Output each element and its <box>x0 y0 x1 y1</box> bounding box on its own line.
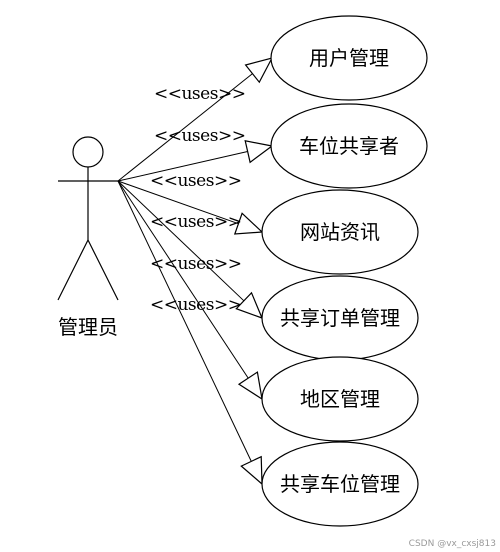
use-case-label-1: 用户管理 <box>309 46 389 70</box>
actor-left-leg <box>57 239 89 301</box>
relation-line-6 <box>117 180 252 462</box>
arrowhead-4 <box>235 291 264 320</box>
relation-line-2 <box>117 151 248 182</box>
use-case-ellipse-5 <box>261 356 419 442</box>
use-cases <box>261 15 428 527</box>
uses-label-2: <<uses>> <box>154 126 245 146</box>
relation-line-3 <box>117 180 239 225</box>
actor-right-leg <box>87 239 119 301</box>
uses-labels: <<uses>> <<uses>> <<uses>> <<uses>> <<us… <box>150 84 246 315</box>
use-case-label-3: 网站资讯 <box>300 220 380 244</box>
use-case-ellipse-1 <box>270 15 428 101</box>
uses-label-1: <<uses>> <box>154 84 245 104</box>
arrowhead-2 <box>244 140 274 164</box>
use-case-label-4: 共享订单管理 <box>280 306 400 330</box>
relation-line-1 <box>117 73 253 182</box>
use-case-ellipse-3 <box>261 189 419 275</box>
watermark: CSDN @vx_cxsj813 <box>409 539 496 549</box>
use-case-ellipse-6 <box>261 441 419 527</box>
arrowhead-6 <box>240 455 263 486</box>
uses-label-4: <<uses>> <box>150 212 241 232</box>
arrowhead-1 <box>244 57 274 84</box>
relation-line-4 <box>117 180 245 302</box>
arrowhead-3 <box>233 212 264 235</box>
relation-line-5 <box>117 180 249 379</box>
uses-label-6: <<uses>> <box>150 295 241 315</box>
relations <box>117 57 274 486</box>
uses-label-3: <<uses>> <box>150 171 241 191</box>
actor-label: 管理员 <box>58 315 118 339</box>
arrowhead-5 <box>237 371 263 401</box>
actor-head <box>72 136 104 168</box>
uses-label-5: <<uses>> <box>150 254 241 274</box>
use-case-label-2: 车位共享者 <box>299 134 399 158</box>
actor-figure <box>57 136 119 301</box>
use-case-label-6: 共享车位管理 <box>280 472 400 496</box>
use-case-ellipse-2 <box>270 103 428 189</box>
use-case-label-5: 地区管理 <box>300 387 380 411</box>
